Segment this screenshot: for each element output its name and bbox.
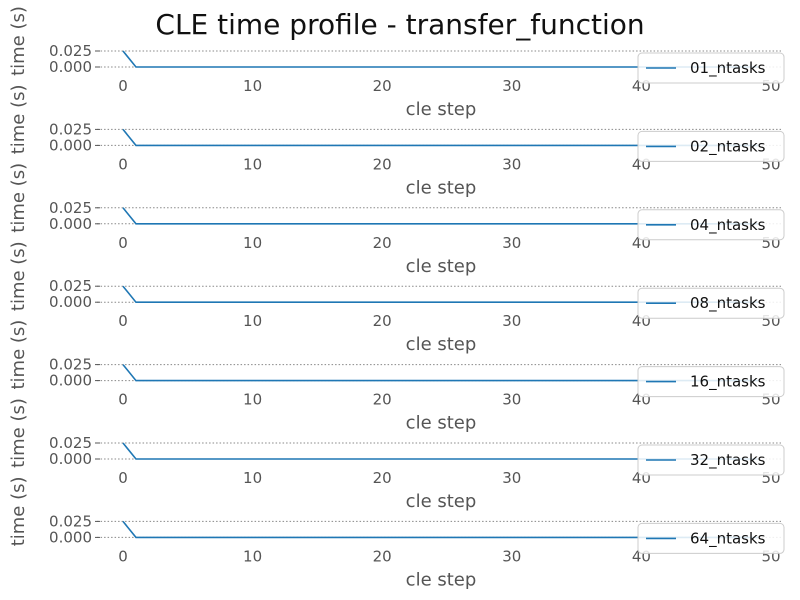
y-axis-label: time (s) [8, 398, 29, 468]
x-tick-label: 0 [118, 547, 128, 565]
legend-label: 08_ntasks [690, 294, 766, 313]
y-tick-label: 0.000 [49, 372, 92, 390]
x-tick-label: 20 [373, 312, 392, 330]
legend-box [637, 366, 785, 398]
x-tick-label: 0 [118, 469, 128, 487]
x-tick-label: 20 [373, 547, 392, 565]
y-tick-label: 0.000 [49, 215, 92, 233]
x-tick-label: 0 [118, 312, 128, 330]
x-tick-label: 20 [373, 391, 392, 409]
legend-box [637, 130, 785, 162]
x-tick-label: 30 [502, 234, 521, 252]
y-tick-label: 0.025 [49, 512, 92, 530]
x-axis-label: cle step [406, 491, 477, 512]
x-tick-label: 10 [243, 391, 262, 409]
y-axis-label: time (s) [8, 241, 29, 311]
x-tick-label: 10 [243, 469, 262, 487]
x-tick-label: 20 [373, 77, 392, 95]
x-tick-label: 0 [118, 391, 128, 409]
x-tick-label: 30 [502, 547, 521, 565]
x-tick-label: 10 [243, 312, 262, 330]
x-tick-label: 30 [502, 77, 521, 95]
y-axis-label: time (s) [8, 320, 29, 390]
x-tick-label: 0 [118, 77, 128, 95]
y-tick-label: 0.025 [49, 42, 92, 60]
x-tick-label: 10 [243, 234, 262, 252]
y-tick-label: 0.000 [49, 528, 92, 546]
legend-box [637, 209, 785, 241]
x-tick-label: 20 [373, 234, 392, 252]
legend-label: 04_ntasks [690, 216, 766, 235]
legend-label: 16_ntasks [690, 373, 766, 392]
y-axis-label: time (s) [8, 163, 29, 233]
y-tick-label: 0.025 [49, 199, 92, 217]
x-tick-label: 30 [502, 312, 521, 330]
y-axis-label: time (s) [8, 6, 29, 76]
legend-label: 01_ntasks [690, 59, 766, 78]
x-axis-label: cle step [406, 99, 477, 120]
y-tick-label: 0.000 [49, 450, 92, 468]
x-axis-label: cle step [406, 569, 477, 590]
y-tick-label: 0.025 [49, 356, 92, 374]
legend-box [637, 52, 785, 84]
x-tick-label: 0 [118, 155, 128, 173]
x-axis-label: cle step [406, 177, 477, 198]
y-axis-label: time (s) [8, 476, 29, 546]
x-axis-label: cle step [406, 413, 477, 434]
legend-label: 32_ntasks [690, 451, 766, 470]
x-tick-label: 30 [502, 155, 521, 173]
x-tick-label: 10 [243, 547, 262, 565]
x-tick-label: 30 [502, 391, 521, 409]
x-tick-label: 20 [373, 469, 392, 487]
y-axis-label: time (s) [8, 84, 29, 154]
legend-label: 64_ntasks [690, 529, 766, 548]
y-tick-label: 0.025 [49, 277, 92, 295]
x-tick-label: 30 [502, 469, 521, 487]
legend-box [637, 522, 785, 554]
x-tick-label: 0 [118, 234, 128, 252]
x-axis-label: cle step [406, 334, 477, 355]
legend-box [637, 287, 785, 319]
legend-label: 02_ntasks [690, 137, 766, 156]
x-tick-label: 20 [373, 155, 392, 173]
legend-box [637, 444, 785, 476]
y-tick-label: 0.000 [49, 58, 92, 76]
x-axis-label: cle step [406, 256, 477, 277]
x-tick-label: 10 [243, 77, 262, 95]
y-tick-label: 0.025 [49, 434, 92, 452]
y-tick-label: 0.000 [49, 293, 92, 311]
y-tick-label: 0.000 [49, 136, 92, 154]
y-tick-label: 0.025 [49, 120, 92, 138]
x-tick-label: 10 [243, 155, 262, 173]
chart-title: CLE time profile - transfer_function [155, 8, 644, 41]
